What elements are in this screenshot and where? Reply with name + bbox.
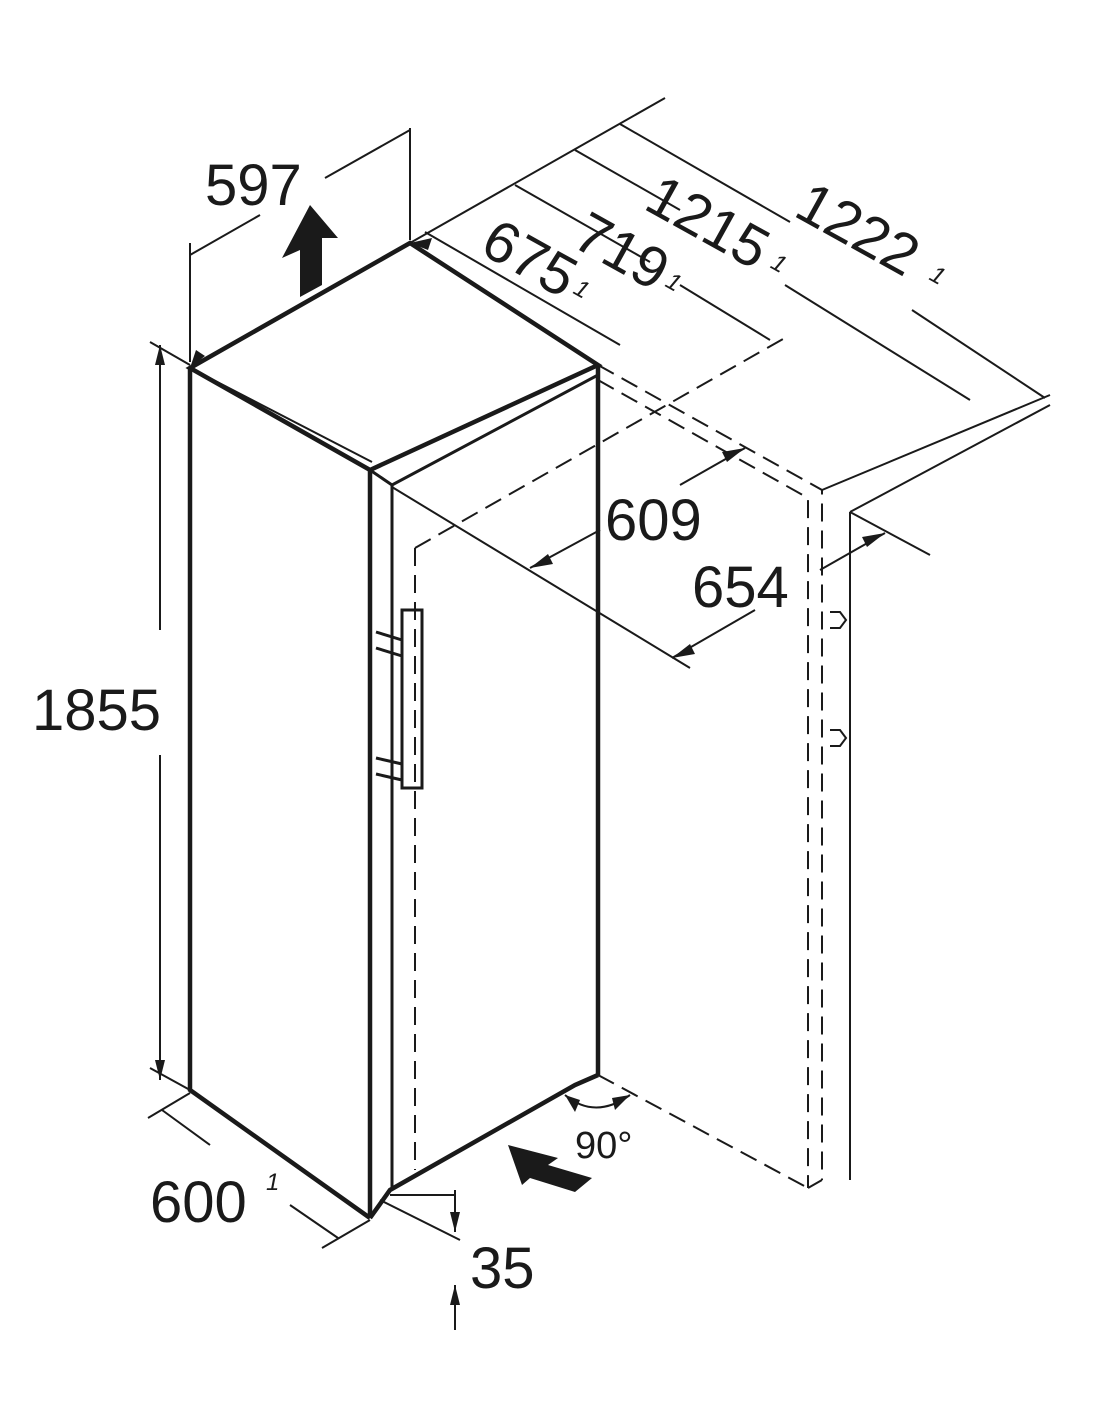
dimension-lines — [147, 97, 1046, 1330]
arrow-in-icon — [508, 1145, 592, 1192]
label-recess-depth: 609 — [605, 488, 702, 553]
note-width-bottom: 1 — [266, 1169, 279, 1196]
note-depth-door-90: 1 — [766, 249, 791, 279]
arrowheads — [155, 238, 885, 1305]
label-plinth: 35 — [470, 1236, 535, 1301]
door-swing-outline — [414, 334, 1051, 1189]
door-handle — [375, 608, 424, 790]
label-width-top: 597 — [205, 153, 302, 218]
label-height: 1855 — [32, 678, 161, 743]
arrow-up-icon — [282, 205, 338, 297]
label-width-bottom: 600 — [150, 1170, 247, 1235]
note-depth-total: 1 — [925, 261, 950, 291]
label-door-angle: 90° — [575, 1125, 632, 1167]
label-depth-total: 1222 — [786, 170, 930, 289]
label-recess-depth-alt: 654 — [692, 555, 789, 620]
cabinet-outline — [185, 240, 603, 1220]
